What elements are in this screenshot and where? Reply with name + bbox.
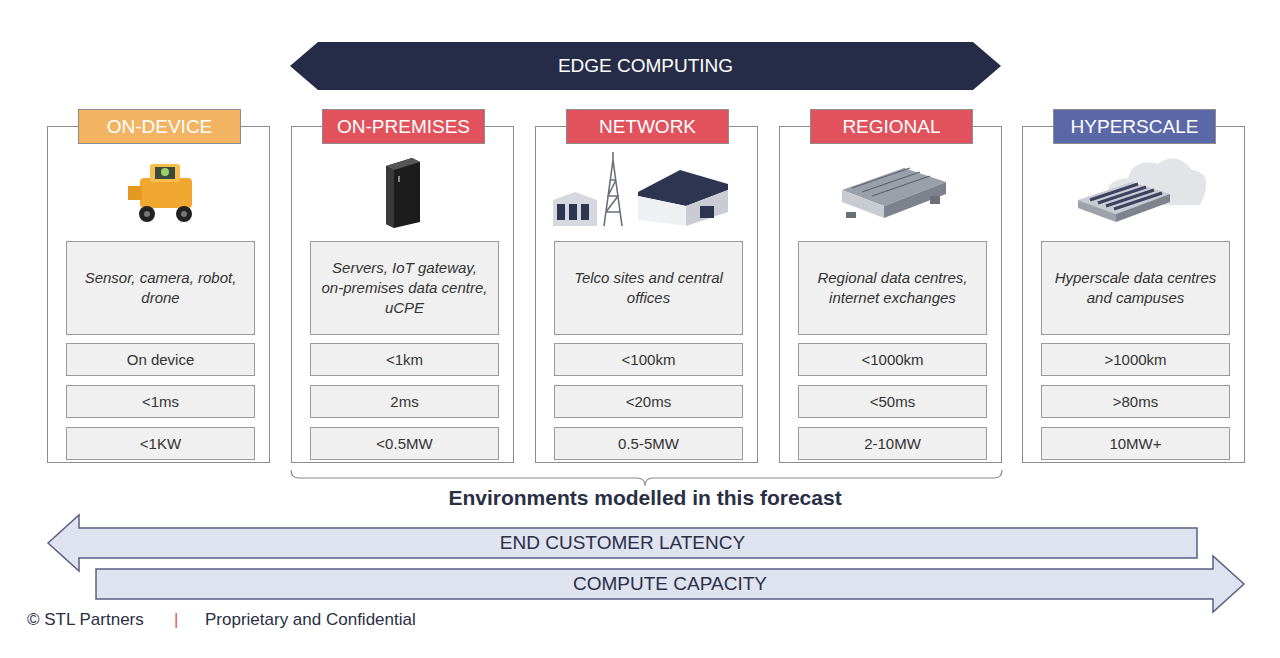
value-box: <50ms (798, 385, 987, 418)
value-box: 10MW+ (1041, 427, 1230, 460)
value-text: <0.5MW (311, 428, 498, 459)
value-box: <1km (310, 343, 499, 376)
description-box: Sensor, camera, robot, drone (66, 241, 255, 335)
hyperscale-cloud-icon (1078, 158, 1206, 222)
value-box: <1KW (66, 427, 255, 460)
description-box: Hyperscale data centres and campuses (1041, 241, 1230, 335)
telco-site-icon (553, 152, 728, 226)
arrow-title: COMPUTE CAPACITY (95, 555, 1245, 613)
value-text: 10MW+ (1042, 428, 1229, 459)
separator: | (174, 610, 184, 632)
value-text: <1000km (799, 344, 986, 375)
value-text: <20ms (555, 386, 742, 417)
value-text: >80ms (1042, 386, 1229, 417)
description-text: Regional data centres, internet exchange… (799, 242, 986, 334)
value-text: >1000km (1042, 344, 1229, 375)
value-box: <20ms (554, 385, 743, 418)
value-box: <100km (554, 343, 743, 376)
value-box: >80ms (1041, 385, 1230, 418)
arrow-title: END CUSTOMER LATENCY (47, 514, 1198, 572)
value-text: <1ms (67, 386, 254, 417)
value-text: <50ms (799, 386, 986, 417)
value-box: 0.5-5MW (554, 427, 743, 460)
environment-column: NETWORKTelco sites and central offices<1… (535, 126, 758, 463)
value-text: 2-10MW (799, 428, 986, 459)
arrow-shape (96, 556, 1244, 612)
value-text: On device (67, 344, 254, 375)
description-box: Telco sites and central offices (554, 241, 743, 335)
environment-column: ON-DEVICESensor, camera, robot, droneOn … (47, 126, 270, 463)
value-box: 2ms (310, 385, 499, 418)
value-box: On device (66, 343, 255, 376)
arrow-shape (48, 515, 1197, 571)
robot-vehicle-icon (128, 164, 192, 222)
description-box: Servers, IoT gateway, on-premises data c… (310, 241, 499, 335)
column-heading: ON-PREMISES (322, 109, 485, 144)
environment-column: REGIONALRegional data centres, internet … (779, 126, 1002, 463)
description-text: Telco sites and central offices (555, 242, 742, 334)
value-box: 2-10MW (798, 427, 987, 460)
description-text: Sensor, camera, robot, drone (67, 242, 254, 334)
value-box: <1ms (66, 385, 255, 418)
value-text: <100km (555, 344, 742, 375)
copyright-note: © STL Partners (27, 610, 167, 632)
environment-column: ON-PREMISESServers, IoT gateway, on-prem… (291, 126, 514, 463)
latency-arrow: END CUSTOMER LATENCY (47, 514, 1198, 572)
value-text: 0.5-5MW (555, 428, 742, 459)
value-text: 2ms (311, 386, 498, 417)
column-heading: HYPERSCALE (1053, 109, 1216, 144)
edge-computing-band: EDGE COMPUTING (290, 42, 1001, 90)
description-text: Servers, IoT gateway, on-premises data c… (311, 242, 498, 334)
value-text: <1KW (67, 428, 254, 459)
forecast-note: Environments modelled in this forecast (340, 486, 950, 512)
environment-column: HYPERSCALEHyperscale data centres and ca… (1022, 126, 1245, 463)
value-box: <1000km (798, 343, 987, 376)
value-text: <1km (311, 344, 498, 375)
description-text: Hyperscale data centres and campuses (1042, 242, 1229, 334)
value-box: >1000km (1041, 343, 1230, 376)
confidentiality-note: Proprietary and Confidential (205, 610, 465, 632)
arrow-shape (290, 42, 1001, 90)
description-box: Regional data centres, internet exchange… (798, 241, 987, 335)
column-heading: REGIONAL (810, 109, 973, 144)
capacity-arrow: COMPUTE CAPACITY (95, 555, 1245, 613)
bracket (291, 470, 1002, 486)
band-title: EDGE COMPUTING (290, 42, 1001, 90)
regional-datacentre-icon (842, 168, 946, 218)
server-rack-icon (386, 158, 420, 228)
column-heading: NETWORK (566, 109, 729, 144)
column-heading: ON-DEVICE (78, 109, 241, 144)
value-box: <0.5MW (310, 427, 499, 460)
